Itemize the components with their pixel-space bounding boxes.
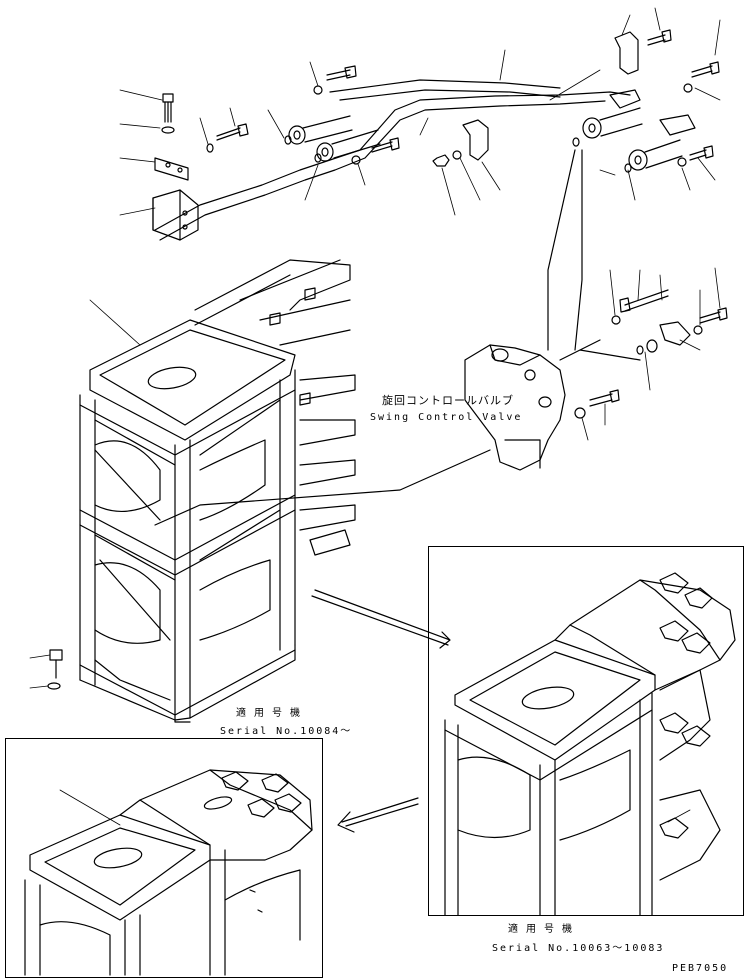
arrow-to-inset-left — [337, 797, 419, 833]
inset-right-drawing — [444, 572, 736, 916]
main-frame-tower — [47, 259, 356, 723]
swing-valve-label-en: Swing Control Valve — [370, 412, 523, 423]
applicable-serial-1: Serial No.10084～ — [220, 726, 353, 737]
inset-left-drawing — [24, 769, 313, 976]
callout-leader-lines — [29, 7, 721, 826]
applicable-label-1-jp: 適 用 号 機 — [236, 708, 302, 719]
arrow-to-inset-right — [311, 589, 451, 649]
swing-control-valve — [154, 289, 728, 526]
swing-lever-linkage — [152, 29, 720, 351]
drawing-code: PEB7050 — [672, 963, 729, 974]
inset-right-serial-10063 — [428, 546, 744, 916]
applicable-serial-2: Serial No.10063～10083 — [492, 943, 665, 954]
swing-valve-label-jp: 旋回コントロールバルブ — [382, 394, 514, 407]
applicable-label-2-jp: 適 用 号 機 — [508, 924, 574, 935]
